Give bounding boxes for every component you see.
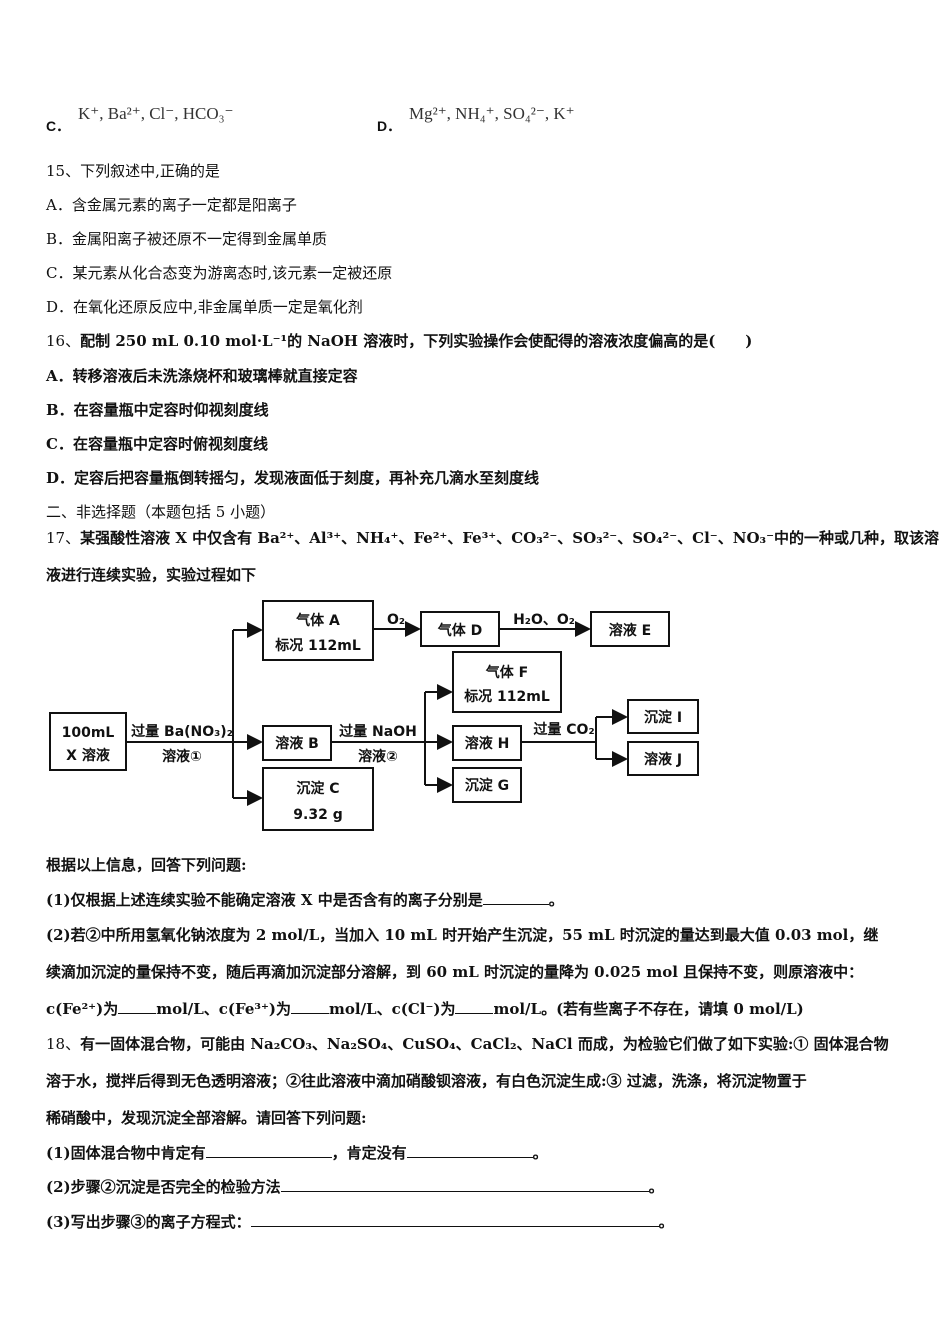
answer-blank[interactable] (482, 890, 549, 905)
q17-part-1-text: (1)仅根据上述连续实验不能确定溶液 X 中是否含有的离子分别是 (46, 891, 483, 909)
box-gas-f-line-1: 气体 F (485, 664, 528, 681)
q15-option-d: D．在氧化还原反应中,非金属单质一定是氧化剂 (46, 298, 363, 316)
q17-part-1-end: 。 (548, 891, 564, 909)
q18-part-2-a: (2)步骤②沉淀是否完全的检验方法 (46, 1178, 281, 1196)
q18-line-1: 18、有一固体混合物，可能由 Na₂CO₃、Na₂SO₄、CuSO₄、CaCl₂… (46, 1034, 889, 1054)
q17-part-2-line-3: c(Fe²⁺)为 mol/L、c(Fe³⁺)为 mol/L、c(Cl⁻)为 mol/L… (46, 999, 804, 1019)
q18-stem-1: 有一固体混合物，可能由 Na₂CO₃、Na₂SO₄、CuSO₄、CaCl₂、Na… (80, 1035, 889, 1053)
q18-part-1-c: 。 (532, 1144, 548, 1162)
q15-stem: 15、下列叙述中,正确的是 (46, 162, 220, 180)
options-c-d: C． K⁺, Ba²⁺, Cl⁻, HCO₃⁻ D． Mg²⁺, NH₄⁺, S… (46, 104, 906, 144)
answer-blank[interactable] (205, 1143, 332, 1158)
q17-line-2: 液进行连续实验，实验过程如下 (46, 566, 257, 584)
q18-line-2: 溶于水，搅拌后得到无色透明溶液；②往此溶液中滴加硝酸钡溶液，有白色沉淀生成:③ … (46, 1072, 807, 1090)
box-sol-e: 溶液 E (609, 622, 651, 639)
option-d-label: D． (377, 118, 402, 134)
box-gas-d: 气体 D (437, 622, 483, 639)
box-sol-j: 溶液 J (644, 751, 682, 768)
q16-option-c: C．在容量瓶中定容时俯视刻度线 (46, 435, 268, 453)
box-gas-f-line-2: 标况 112mL (463, 688, 550, 705)
label-o2: O₂ (387, 612, 405, 628)
q17-prompt: 根据以上信息，回答下列问题: (46, 856, 247, 874)
q15-option-c: C．某元素从化合态变为游离态时,该元素一定被还原 (46, 264, 393, 282)
q18-part-1-b: ，肯定没有 (331, 1144, 407, 1162)
answer-blank[interactable] (291, 999, 329, 1014)
reagent-2-top: 过量 NaOH (339, 723, 417, 740)
label-h2o-o2: H₂O、O₂ (513, 612, 575, 628)
q17-part-2-line-1: (2)若②中所用氢氧化钠浓度为 2 mol/L，当加入 10 mL 时开始产生沉… (46, 926, 879, 944)
reagent-1-bottom: 溶液① (162, 748, 202, 765)
q16-stem-line: 16、配制 250 mL 0.10 mol·L⁻¹的 NaOH 溶液时，下列实验… (46, 331, 752, 351)
q18-number: 18、 (46, 1035, 81, 1053)
answer-blank[interactable] (250, 1212, 659, 1227)
q18-part-3: (3)写出步骤③的离子方程式： 。 (46, 1212, 674, 1232)
box-ppt-c-line-1: 沉淀 C (296, 780, 339, 797)
option-c-ions: K⁺, Ba²⁺, Cl⁻, HCO₃⁻ (78, 104, 234, 123)
box-x-line-1: 100mL (62, 725, 115, 741)
option-d-ions: Mg²⁺, NH₄⁺, SO₄²⁻, K⁺ (409, 104, 575, 123)
q18-part-3-b: 。 (658, 1213, 674, 1231)
box-ppt-c-line-2: 9.32 g (293, 807, 342, 823)
q18-part-2-b: 。 (648, 1178, 664, 1196)
experiment-flow-diagram: 100mL X 溶液 过量 Ba(NO₃)₂ 溶液① 气体 A 标况 112mL… (49, 600, 699, 831)
q16-option-b: B．在容量瓶中定容时仰视刻度线 (46, 401, 269, 419)
answer-blank[interactable] (455, 999, 494, 1014)
q18-part-2: (2)步骤②沉淀是否完全的检验方法 。 (46, 1177, 664, 1197)
q18-part-1: (1)固体混合物中肯定有 ，肯定没有 。 (46, 1143, 548, 1163)
reagent-1-top: 过量 Ba(NO₃)₂ (131, 723, 233, 740)
box-ppt-g: 沉淀 G (465, 777, 509, 794)
q16-number: 16、 (46, 332, 81, 350)
q16-option-a: A．转移溶液后未洗涤烧杯和玻璃棒就直接定容 (46, 367, 358, 385)
q17-stem: 某强酸性溶液 X 中仅含有 Ba²⁺、Al³⁺、NH₄⁺、Fe²⁺、Fe³⁺、C… (80, 529, 939, 547)
q17-part-1: (1)仅根据上述连续实验不能确定溶液 X 中是否含有的离子分别是 。 (46, 890, 564, 910)
q17-part-2-line-2: 续滴加沉淀的量保持不变，随后再滴加沉淀部分溶解，到 60 mL 时沉淀的量降为 … (46, 963, 864, 981)
answer-blank[interactable] (406, 1143, 533, 1158)
answer-blank[interactable] (280, 1177, 649, 1192)
q15-option-a: A．含金属元素的离子一定都是阳离子 (46, 196, 297, 214)
box-x-line-2: X 溶液 (66, 747, 111, 764)
reagent-2-bottom: 溶液② (358, 748, 398, 765)
q16-stem: 配制 250 mL 0.10 mol·L⁻¹的 NaOH 溶液时，下列实验操作会… (80, 332, 753, 350)
q18-part-3-a: (3)写出步骤③的离子方程式： (46, 1213, 251, 1231)
section-2-heading: 二、非选择题（本题包括 5 小题） (46, 503, 276, 521)
q17-line-1: 17、某强酸性溶液 X 中仅含有 Ba²⁺、Al³⁺、NH₄⁺、Fe²⁺、Fe³… (46, 528, 939, 548)
q18-part-1-a: (1)固体混合物中肯定有 (46, 1144, 206, 1162)
box-sol-b: 溶液 B (275, 735, 319, 752)
box-sol-h: 溶液 H (465, 735, 510, 752)
label-co2: 过量 CO₂ (533, 721, 594, 738)
q17-fe3-label: mol/L、c(Fe³⁺)为 (156, 1000, 291, 1018)
q17-cl-label: mol/L、c(Cl⁻)为 (329, 1000, 456, 1018)
box-gas-a-line-1: 气体 A (295, 612, 340, 629)
answer-blank[interactable] (118, 999, 157, 1014)
q17-part-2-end: mol/L。(若有些离子不存在，请填 0 mol/L) (493, 1000, 804, 1018)
q16-option-d: D．定容后把容量瓶倒转摇匀，发现液面低于刻度，再补充几滴水至刻度线 (46, 469, 540, 487)
box-gas-a-line-2: 标况 112mL (274, 637, 361, 654)
q18-line-3: 稀硝酸中，发现沉淀全部溶解。请回答下列问题: (46, 1109, 367, 1127)
box-ppt-i: 沉淀 I (644, 709, 682, 726)
q17-fe2-label: c(Fe²⁺)为 (46, 1000, 119, 1018)
q17-number: 17、 (46, 529, 81, 547)
option-c-label: C． (46, 118, 71, 134)
q15-option-b: B．金属阳离子被还原不一定得到金属单质 (46, 230, 328, 248)
